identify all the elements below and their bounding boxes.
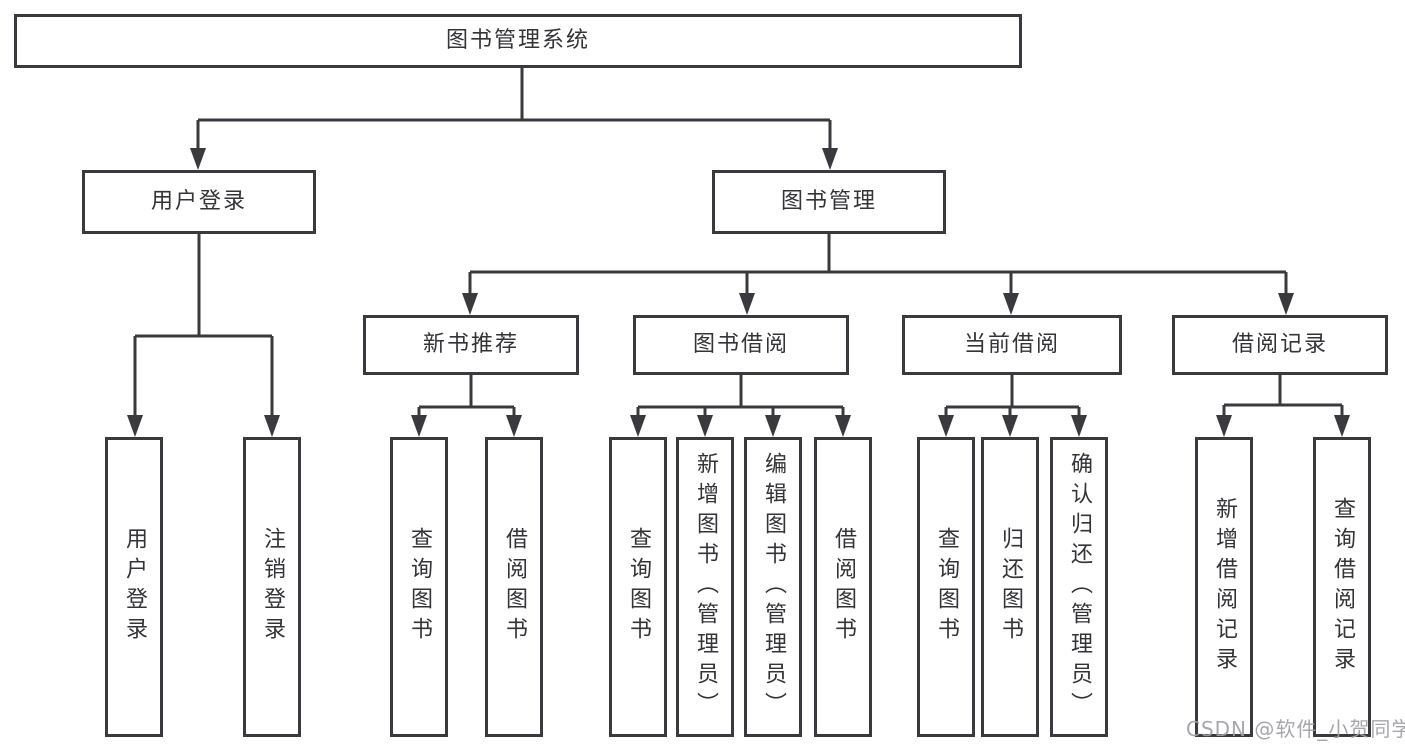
node-label: 新增图书（管理员）: [693, 452, 718, 722]
node-label: 图书管理系统: [445, 28, 590, 53]
node-borrowing-records: 借阅记录: [1172, 315, 1388, 375]
leaf-add-borrow-record: 新增借阅记录: [1195, 437, 1253, 737]
leaf-confirm-return-admin: 确认归还（管理员）: [1050, 437, 1108, 737]
node-new-book-recommendation: 新书推荐: [363, 315, 579, 375]
node-user-login-branch: 用户登录: [82, 170, 316, 234]
node-label: 编辑图书（管理员）: [761, 452, 786, 722]
leaf-query-books-current: 查询图书: [917, 437, 975, 737]
node-label: 归还图书: [998, 527, 1023, 647]
node-label: 查询图书: [626, 527, 651, 647]
leaf-query-books-recommend: 查询图书: [390, 437, 448, 737]
node-label: 图书借阅: [692, 332, 789, 357]
node-label: 查询图书: [934, 527, 959, 647]
leaf-borrow-books-recommend: 借阅图书: [485, 437, 543, 737]
leaf-return-books: 归还图书: [981, 437, 1039, 737]
node-label: 查询图书: [407, 527, 432, 647]
node-label: 当前借阅: [963, 332, 1060, 357]
arrowhead-group: [127, 148, 1350, 437]
node-library-management-system: 图书管理系统: [14, 14, 1022, 68]
node-label: 借阅图书: [831, 527, 856, 647]
node-book-borrowing: 图书借阅: [633, 315, 849, 375]
leaf-logout: 注销登录: [243, 437, 301, 737]
csdn-watermark: CSDN @软件_小贺同学: [1186, 717, 1405, 741]
node-label: 用户登录: [122, 527, 147, 647]
leaf-user-login: 用户登录: [105, 437, 163, 737]
node-label: 图书管理: [780, 189, 877, 214]
node-label: 新增借阅记录: [1212, 497, 1237, 677]
leaf-query-books-borrowing: 查询图书: [609, 437, 667, 737]
leaf-edit-books-admin: 编辑图书（管理员）: [744, 437, 802, 737]
node-label: 用户登录: [150, 189, 247, 214]
node-label: 查询借阅记录: [1330, 497, 1355, 677]
node-label: 借阅记录: [1231, 332, 1328, 357]
node-label: 借阅图书: [502, 527, 527, 647]
node-book-management-branch: 图书管理: [712, 170, 946, 234]
leaf-borrow-books: 借阅图书: [814, 437, 872, 737]
node-label: 新书推荐: [422, 332, 519, 357]
leaf-query-borrow-record: 查询借阅记录: [1313, 437, 1371, 737]
leaf-add-books-admin: 新增图书（管理员）: [676, 437, 734, 737]
node-label: 注销登录: [260, 527, 285, 647]
node-current-borrowing: 当前借阅: [902, 315, 1122, 375]
node-label: 确认归还（管理员）: [1067, 452, 1092, 722]
